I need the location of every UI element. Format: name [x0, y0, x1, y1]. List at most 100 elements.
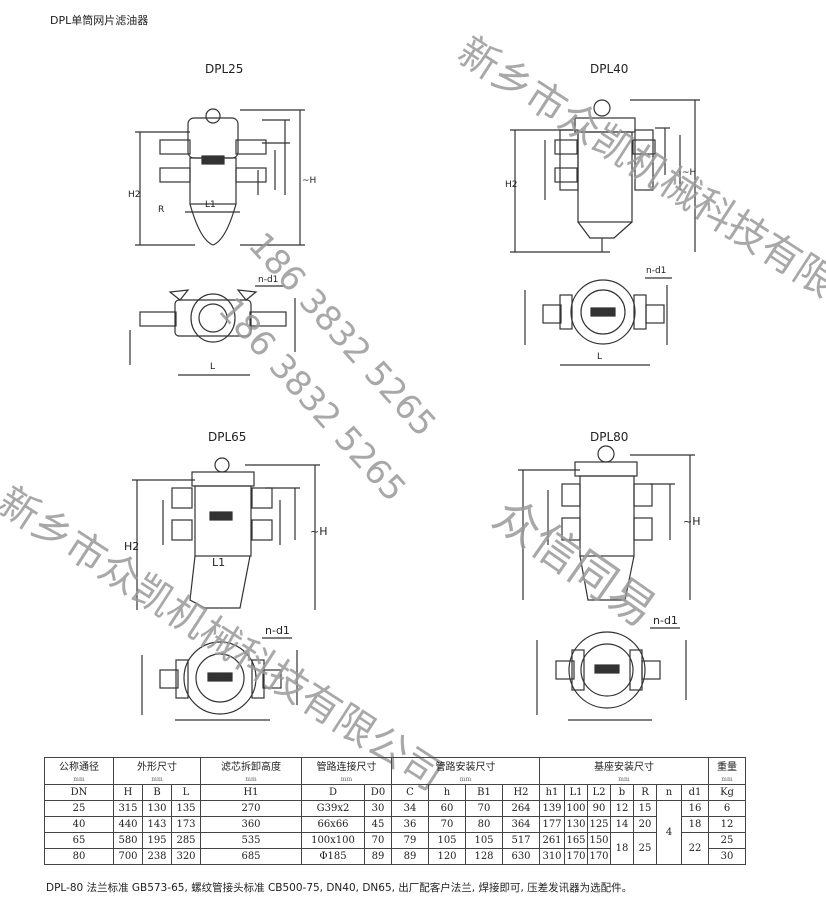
table-cell: 517	[502, 832, 540, 849]
table-cell: 195	[142, 832, 172, 849]
column-header: b	[610, 784, 634, 801]
table-cell: 440	[113, 816, 143, 833]
table-cell: 364	[502, 816, 540, 833]
footnote: DPL-80 法兰标准 GB573-65, 螺纹管接头标准 CB500-75, …	[46, 882, 633, 894]
table-cell: 130	[564, 816, 588, 833]
dpl65-side-view	[132, 457, 320, 610]
column-header: DN	[44, 784, 114, 801]
table-cell: G39x2	[301, 800, 365, 817]
table-cell: 105	[428, 832, 466, 849]
table-cell: 143	[142, 816, 172, 833]
table-cell: Φ185	[301, 848, 365, 865]
column-header: D	[301, 784, 365, 801]
column-header: L1	[564, 784, 588, 801]
table-cell: 128	[465, 848, 503, 865]
table-cell: 89	[364, 848, 392, 865]
column-header: B1	[465, 784, 503, 801]
table-cell: 25	[44, 800, 114, 817]
dpl40-title: DPL40	[590, 62, 629, 76]
table-cell: 70	[465, 800, 503, 817]
table-cell: 40	[44, 816, 114, 833]
column-header: H2	[502, 784, 540, 801]
table-cell: 60	[428, 800, 466, 817]
dpl65-h2-label: H2	[124, 540, 140, 553]
column-header: D0	[364, 784, 392, 801]
dpl65-L1-label: L1	[212, 556, 226, 569]
table-cell: 270	[200, 800, 302, 817]
table-cell: 70	[428, 816, 466, 833]
table-cell: 630	[502, 848, 540, 865]
dpl40-L-label: L	[597, 352, 603, 362]
table-cell: 170	[587, 848, 611, 865]
column-header: B	[142, 784, 172, 801]
table-cell: 139	[539, 800, 565, 817]
dpl80-H-label: ~H	[683, 515, 701, 528]
table-cell: 25	[708, 832, 746, 849]
dpl40-top-view	[524, 277, 672, 366]
dpl25-side-view	[135, 108, 305, 246]
table-cell: 90	[587, 800, 611, 817]
table-cell: 12	[708, 816, 746, 833]
table-cell: 535	[200, 832, 302, 849]
table-cell: 310	[539, 848, 565, 865]
table-cell: 18	[681, 816, 709, 833]
table-cell: 360	[200, 816, 302, 833]
dpl40-nd1-label: n-d1	[646, 266, 667, 276]
d1-merged-cell: 22	[681, 832, 709, 865]
dpl25-H-label: ~H	[302, 176, 317, 186]
table-column-row: DN H B L H1 D D0 C h B1 H2 h1 L1 L2 b R …	[44, 784, 746, 801]
table-cell: 135	[171, 800, 201, 817]
table-cell: 15	[633, 800, 657, 817]
table-cell: 105	[465, 832, 503, 849]
dpl40-H-label: ~H	[682, 168, 697, 178]
dpl80-nd1-label: n-d1	[653, 614, 678, 627]
table-cell: 150	[587, 832, 611, 849]
column-header: h1	[539, 784, 565, 801]
table-cell: 30	[708, 848, 746, 865]
table-cell: 34	[391, 800, 429, 817]
dpl40-side-view	[510, 99, 700, 253]
r-merged-cell: 25	[633, 832, 657, 865]
dpl25-h2-label: H2	[128, 190, 141, 200]
dpl25-nd1-label: n-d1	[258, 275, 279, 285]
table-cell: 70	[364, 832, 392, 849]
column-header: L	[171, 784, 201, 801]
table-cell: 315	[113, 800, 143, 817]
dpl65-H-label: ~H	[310, 525, 328, 538]
table-cell: 80	[44, 848, 114, 865]
table-cell: 165	[564, 832, 588, 849]
column-header: h	[428, 784, 466, 801]
table-cell: 100	[564, 800, 588, 817]
dpl80-title: DPL80	[590, 430, 629, 444]
table-cell: 170	[564, 848, 588, 865]
dpl25-top-view	[129, 285, 296, 376]
dpl40-h2-label: H2	[505, 180, 518, 190]
dpl65-nd1-label: n-d1	[265, 624, 290, 637]
table-cell: 685	[200, 848, 302, 865]
table-cell: 16	[681, 800, 709, 817]
table-cell: 177	[539, 816, 565, 833]
dpl80-top-view	[536, 627, 687, 721]
dpl25-L-label: L	[210, 362, 216, 372]
table-cell: 14	[610, 816, 634, 833]
dpl65-title: DPL65	[208, 430, 247, 444]
column-header: L2	[587, 784, 611, 801]
table-cell: 238	[142, 848, 172, 865]
column-header: d1	[681, 784, 709, 801]
table-cell: 125	[587, 816, 611, 833]
dpl25-L1-label: L1	[205, 200, 216, 210]
table-cell: 100x100	[301, 832, 365, 849]
table-cell: 89	[391, 848, 429, 865]
table-cell: 20	[633, 816, 657, 833]
